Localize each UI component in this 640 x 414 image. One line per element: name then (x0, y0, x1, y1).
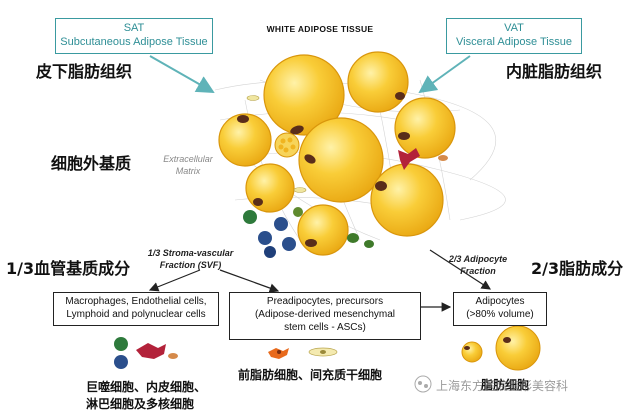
sat-full: Subcutaneous Adipose Tissue (60, 36, 208, 48)
immune-box-line2: Lymphoid and polynuclear cells (66, 309, 206, 320)
svf-to-immune-arrow (148, 269, 201, 292)
precursor-box-line1: Preadipocytes, precursors (266, 296, 384, 307)
vat-arrow (418, 55, 471, 94)
svf-label-en: 1/3 Stroma-vascular Fraction (SVF) (138, 247, 243, 271)
matrix-line2: Matrix (175, 166, 201, 176)
adipocyte (394, 97, 456, 159)
adipocyte (347, 51, 409, 113)
adipocyte (263, 54, 345, 136)
adipocyte-caption-zh: 脂肪细胞 (481, 378, 530, 392)
adipocyte-nuclei (237, 92, 410, 247)
precursor-box: Preadipocytes, precursors (Adipose-deriv… (229, 292, 421, 340)
adipocyte-label-zh: 2/3脂肪成分 (531, 259, 624, 278)
vat-label-zh: 内脏脂肪组织 (506, 62, 603, 81)
preadipocyte-granular-cell (274, 132, 300, 158)
immune-caption-zh-line2: 淋巴细胞及多核细胞 (86, 397, 195, 411)
stromal-cells (243, 95, 448, 258)
svf-line2: Fraction (SVF) (159, 260, 222, 270)
adipocyte-fraction-label-en: 2/3 Adipocyte Fraction (433, 253, 523, 277)
watermark-text: 上海东方医院整形美容科 (436, 379, 569, 393)
matrix-label-en: Extracellular Matrix (148, 153, 228, 177)
adipocyte (245, 163, 295, 213)
adipocytes-icon (461, 325, 541, 371)
adipocyte (218, 113, 272, 167)
sat-box: SAT Subcutaneous Adipose Tissue (55, 18, 213, 54)
page-title: WHITE ADIPOSE TISSUE (250, 24, 390, 34)
preadipocytes-icon (268, 347, 338, 359)
adipocytes-box: Adipocytes (>80% volume) (453, 292, 547, 326)
matrix-line1: Extracellular (163, 154, 213, 164)
sat-abbr: SAT (123, 22, 145, 34)
adipocyte-fraction-line1: 2/3 Adipocyte (448, 254, 508, 264)
adipocytes-box-line1: Adipocytes (475, 296, 525, 307)
adipocyte-fraction-line2: Fraction (460, 266, 496, 276)
sat-arrow (149, 55, 215, 93)
watermark-logo-icon (414, 375, 432, 393)
adipocyte (298, 117, 384, 203)
adipocyte (370, 163, 444, 237)
sat-label-zh: 皮下脂肪组织 (36, 62, 133, 81)
vat-full: Visceral Adipose Tissue (456, 36, 572, 48)
immune-caption-zh-line1: 巨噬细胞、内皮细胞、 (86, 380, 207, 394)
adipocyte-cluster (218, 51, 456, 256)
precursor-box-line2: (Adipose-derived mesenchymal (254, 309, 396, 320)
svf-to-precursor-arrow (219, 269, 280, 293)
precursor-box-line3: stem cells - ASCs) (284, 322, 366, 333)
title-text: WHITE ADIPOSE TISSUE (266, 24, 374, 34)
cluster-to-adipocyte-arrow (429, 249, 492, 290)
precursor-caption-zh: 前脂肪细胞、间充质干细胞 (238, 368, 383, 382)
svf-line1: 1/3 Stroma-vascular (147, 248, 234, 258)
immune-cells-icon (114, 337, 178, 369)
svf-label-zh: 1/3血管基质成分 (6, 259, 131, 278)
matrix-label-zh: 细胞外基质 (51, 154, 132, 173)
immune-box-line1: Macrophages, Endothelial cells, (65, 296, 207, 307)
vat-box: VAT Visceral Adipose Tissue (446, 18, 582, 54)
vat-abbr: VAT (504, 22, 524, 34)
adipocyte (297, 204, 349, 256)
immune-cells-box: Macrophages, Endothelial cells, Lymphoid… (53, 292, 219, 326)
adipocytes-box-line2: (>80% volume) (466, 309, 534, 320)
